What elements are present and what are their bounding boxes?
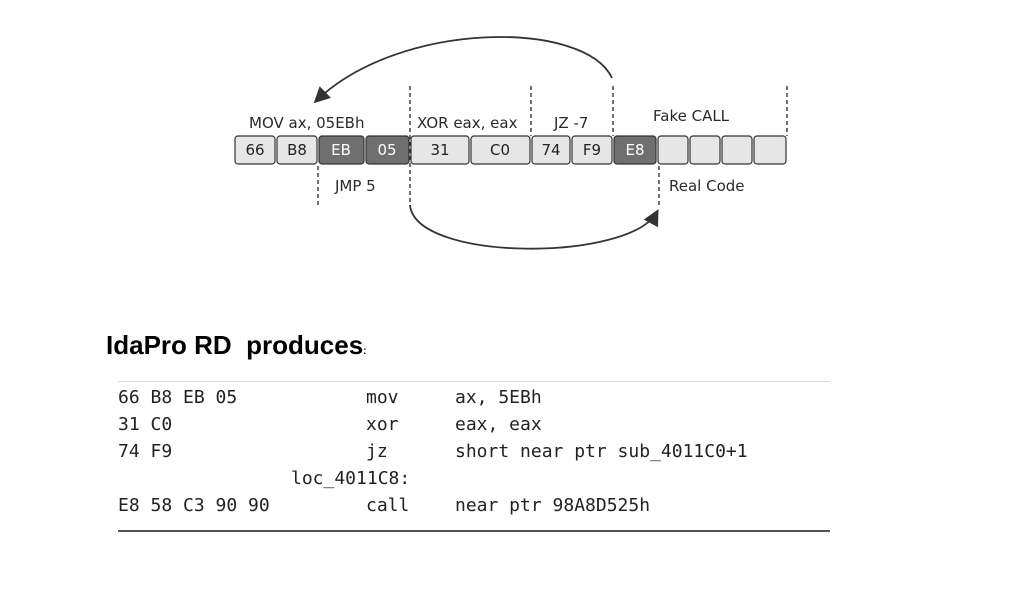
byte-label: F9 — [583, 141, 601, 159]
byte-cell-empty — [657, 135, 689, 165]
byte-cell — [571, 135, 613, 165]
row-bytes: E8 58 C3 90 90 — [118, 495, 270, 516]
listing-row: E8 58 C3 90 90 call near ptr 98A8D525h — [118, 495, 830, 522]
heading-colon: : — [363, 346, 367, 357]
byte-cell — [234, 135, 276, 165]
row-operands: near ptr 98A8D525h — [455, 495, 651, 516]
jz-back-arrow — [313, 36, 613, 104]
row-operands: eax, eax — [455, 414, 542, 435]
listing-row: 66 B8 EB 05 mov ax, 5EBh — [118, 387, 830, 414]
label-jz: JZ -7 — [553, 114, 588, 132]
row-mnemonic: xor — [366, 414, 399, 435]
row-bytes: 31 C0 — [118, 414, 173, 435]
byte-label: C0 — [490, 141, 510, 159]
byte-row: 66 B8 EB 05 31 C0 74 F9 E8 — [234, 135, 787, 165]
listing-row: 31 C0 xor eax, eax — [118, 414, 830, 441]
byte-cell — [410, 135, 470, 165]
byte-label: EB — [331, 141, 351, 159]
byte-label: 05 — [377, 141, 396, 159]
heading-text: IdaPro RD produces — [106, 330, 364, 360]
row-mnemonic: jz — [366, 441, 388, 462]
jmp-forward-arrow — [409, 204, 659, 250]
listing-row: loc_4011C8: — [118, 468, 830, 495]
row-bytes: 74 F9 — [118, 441, 173, 462]
byte-overlap-diagram: MOV ax, 05EBh XOR eax, eax JZ -7 Fake CA… — [234, 36, 788, 250]
row-label: loc_4011C8: — [291, 468, 411, 489]
section-heading: IdaPro RD produces: — [106, 330, 367, 361]
byte-cell-empty — [721, 135, 753, 165]
byte-cell-highlight — [318, 135, 365, 165]
row-bytes: 66 B8 EB 05 — [118, 387, 238, 408]
label-jmp: JMP 5 — [334, 177, 376, 195]
byte-cell — [470, 135, 531, 165]
byte-cell-empty — [689, 135, 721, 165]
row-mnemonic: mov — [366, 387, 399, 408]
byte-cell-empty — [753, 135, 787, 165]
byte-label: E8 — [625, 141, 644, 159]
byte-cell — [276, 135, 318, 165]
byte-label: 74 — [541, 141, 560, 159]
listing-row: 74 F9 jz short near ptr sub_4011C0+1 — [118, 441, 830, 468]
byte-cell-highlight — [365, 135, 410, 165]
label-real-code: Real Code — [669, 177, 745, 195]
byte-label: 66 — [245, 141, 264, 159]
byte-cell-highlight — [613, 135, 657, 165]
byte-label: 31 — [430, 141, 449, 159]
byte-cell — [531, 135, 571, 165]
row-operands: short near ptr sub_4011C0+1 — [455, 441, 748, 462]
row-operands: ax, 5EBh — [455, 387, 542, 408]
row-mnemonic: call — [366, 495, 410, 516]
byte-label: B8 — [287, 141, 307, 159]
disassembly-listing: 66 B8 EB 05 mov ax, 5EBh 31 C0 xor eax, … — [118, 381, 830, 532]
label-mov: MOV ax, 05EBh — [249, 114, 364, 132]
label-fake-call: Fake CALL — [653, 107, 730, 125]
label-xor: XOR eax, eax — [417, 114, 518, 132]
